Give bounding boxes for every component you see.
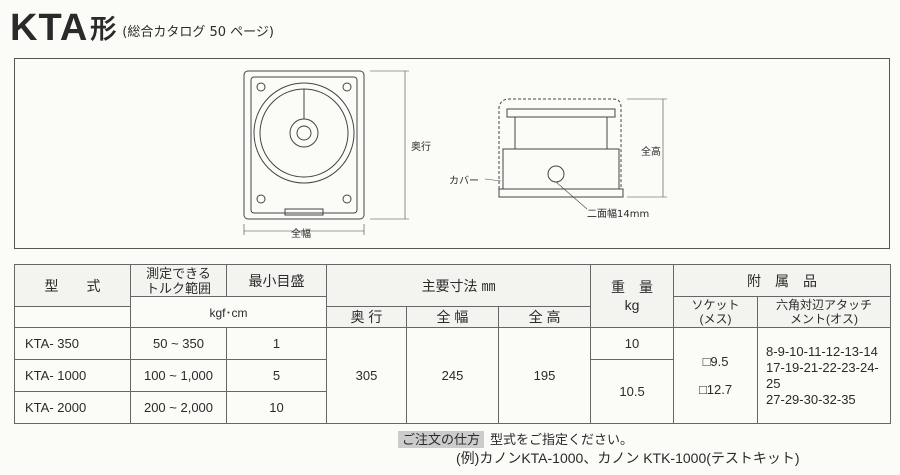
socket-value-2: □12.7 [698, 381, 733, 397]
side-view-base [498, 188, 624, 198]
side-view-plate [506, 108, 616, 118]
socket-cell: □9.5 □12.7 [673, 327, 759, 424]
side-view-cover [498, 98, 622, 189]
flat-leader [555, 181, 588, 210]
header-range: 測定できる トルク範囲 [130, 264, 227, 297]
flat-label: 二面幅14mm [587, 209, 650, 220]
spec-table: 型 式 測定できる トルク範囲 最小目盛 主要寸法 ㎜ 重 量 kg 附 属 品… [14, 264, 892, 424]
side-view-body [502, 148, 620, 190]
model-suffix: 形 [90, 15, 117, 45]
header-unit: kgf･cm [130, 296, 327, 328]
header-accessories: 附 属 品 [673, 264, 892, 297]
table-row: KTA- 2000 200 ~ 2,000 10 [14, 391, 891, 424]
top-view-tab [284, 208, 324, 216]
catalog-reference: (総合カタログ 50 ページ) [122, 25, 274, 40]
weight-value-1: 10 [590, 327, 675, 360]
header-width: 全 幅 [406, 306, 499, 328]
hex-value-3: 27-29-30-32-35 [766, 391, 856, 407]
row-min: 5 [226, 359, 327, 392]
row-model: KTA- 350 [14, 327, 131, 360]
table-row: KTA- 1000 100 ~ 1,000 5 10.5 [14, 359, 891, 424]
page-title: KTA 形 (総合カタログ 50 ページ) [10, 4, 274, 48]
depth-label: 奥行 [411, 142, 431, 153]
row-range: 200 ~ 2,000 [130, 391, 227, 424]
cover-label: カバー [449, 176, 479, 187]
header-weight: 重 量 kg [590, 264, 675, 328]
order-text: 型式をご指定ください。 [490, 432, 634, 447]
top-view-dial-outer [253, 82, 355, 184]
row-model: KTA- 1000 [14, 359, 131, 392]
header-hex: 六角対辺アタッチ メント(オス) [757, 296, 892, 328]
side-view-knob [547, 165, 565, 183]
row-min: 10 [226, 391, 327, 424]
side-view-column [514, 116, 608, 150]
height-value: 195 [497, 327, 592, 424]
socket-value-1: □9.5 [702, 353, 729, 369]
weight-value-2: 10.5 [590, 359, 675, 424]
table-row: KTA- 350 50 ~ 350 1 305 245 195 10 □9.5 … [14, 327, 892, 424]
order-example: (例)カノンKTA-1000、カノン KTK-1000(テストキット) [456, 450, 800, 466]
row-range: 100 ~ 1,000 [130, 359, 227, 392]
top-view-socket [296, 125, 312, 141]
header-height: 全 高 [497, 306, 592, 328]
hex-value-1: 8-9-10-11-12-13-14 [766, 343, 878, 359]
row-model: KTA- 2000 [14, 391, 131, 424]
header-model-blank [14, 306, 131, 328]
hex-cell: 8-9-10-11-12-13-14 17-19-21-22-23-24-25 … [757, 327, 892, 424]
order-note: ご注文の仕方型式をご指定ください。 [398, 429, 633, 448]
header-depth: 奥 行 [326, 306, 407, 328]
height-label: 全高 [641, 147, 661, 158]
dimension-drawing: 奥行 全幅 全高 カバー 二面幅14mm [14, 58, 890, 249]
depth-value: 305 [326, 327, 407, 424]
hex-value-2: 17-19-21-22-23-24-25 [766, 359, 879, 391]
model-name: KTA [10, 7, 89, 49]
header-model: 型 式 [14, 264, 131, 307]
drawing-svg [243, 70, 667, 235]
width-value: 245 [406, 327, 499, 424]
header-socket: ソケット (メス) [673, 296, 759, 328]
top-view-inner [250, 76, 358, 214]
header-dimensions: 主要寸法 ㎜ [325, 264, 592, 307]
width-label: 全幅 [291, 229, 311, 240]
top-view-outline [243, 70, 365, 220]
cover-leader [484, 178, 502, 182]
row-min: 1 [226, 327, 327, 360]
top-view-hub [289, 118, 319, 148]
header-min-scale: 最小目盛 [226, 264, 327, 297]
row-range: 50 ~ 350 [130, 327, 227, 360]
order-tag: ご注文の仕方 [398, 431, 485, 448]
